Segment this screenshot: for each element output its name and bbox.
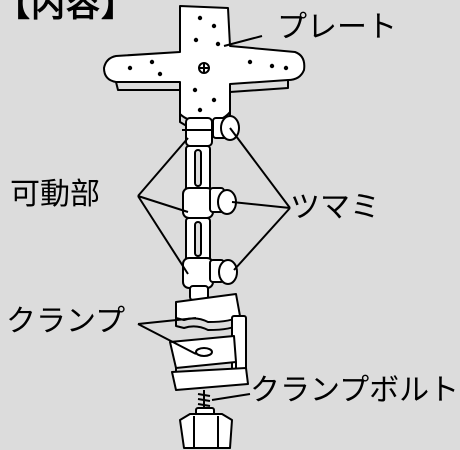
clamp-bolt bbox=[179, 390, 233, 449]
arm-assembly bbox=[182, 115, 240, 301]
clamp-body bbox=[169, 293, 249, 391]
label-movable-part: 可動部 bbox=[10, 177, 100, 212]
label-clamp-bolt: クランプボルト bbox=[250, 373, 460, 408]
label-plate: プレート bbox=[277, 10, 397, 45]
page-title: 【内容】 bbox=[0, 0, 136, 25]
label-knob: ツマミ bbox=[290, 190, 380, 225]
label-clamp: クランプ bbox=[6, 304, 126, 339]
